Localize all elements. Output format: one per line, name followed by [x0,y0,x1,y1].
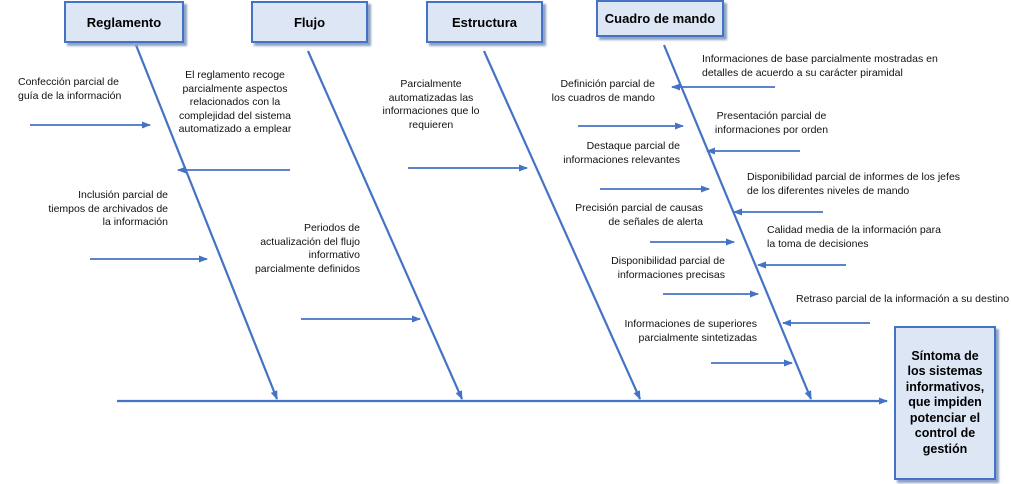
category-box-estructura: Estructura [426,1,543,43]
cause-reglamento-1: Confección parcial de guía de la informa… [18,76,122,102]
cause-cuadro-right-5: Retraso parcial de la información a su d… [796,293,1010,305]
bone-flujo [306,50,464,400]
cause-cuadro-right-3: Disponibilidad parcial de informes de lo… [747,171,961,197]
bone-estructura [482,50,642,400]
category-box-reglamento: Reglamento [64,1,184,43]
bone-reglamento [134,44,279,400]
cause-reglamento-3: Inclusión parcial de tiempos de archivad… [48,189,168,228]
category-label-cuadro-de-mando: Cuadro de mando [604,11,716,26]
cause-cuadro-left-3: Precisión parcial de causas de señales d… [575,202,703,228]
cause-cuadro-right-2: Presentación parcial de informaciones po… [714,110,829,136]
category-box-cuadro-de-mando: Cuadro de mando [596,0,724,37]
cause-cuadro-right-1: Informaciones de base parcialmente mostr… [702,53,938,79]
cause-cuadro-left-4: Disponibilidad parcial de informaciones … [611,255,725,281]
effect-label: Síntoma de los sistemas informativos, qu… [905,348,985,456]
category-label-reglamento: Reglamento [86,14,162,30]
cause-estructura-1: Parcialmente automatizadas las informaci… [382,78,480,131]
cause-cuadro-left-1: Definición parcial de los cuadros de man… [551,78,655,104]
bone-cuadro-de-mando [662,44,813,400]
cause-cuadro-left-5: Informaciones de superiores parcialmente… [624,318,758,344]
cause-cuadro-right-4: Calidad media de la información para la … [767,224,941,250]
cause-flujo-1: Periodos de actualización del flujo info… [254,222,360,275]
category-label-estructura: Estructura [451,14,518,30]
category-label-flujo: Flujo [293,14,326,30]
category-box-flujo: Flujo [251,1,368,43]
cause-reglamento-2: El reglamento recoge parcialmente aspect… [178,69,292,135]
effect-box: Síntoma de los sistemas informativos, qu… [894,326,996,480]
cause-cuadro-left-2: Destaque parcial de informaciones releva… [563,140,680,166]
